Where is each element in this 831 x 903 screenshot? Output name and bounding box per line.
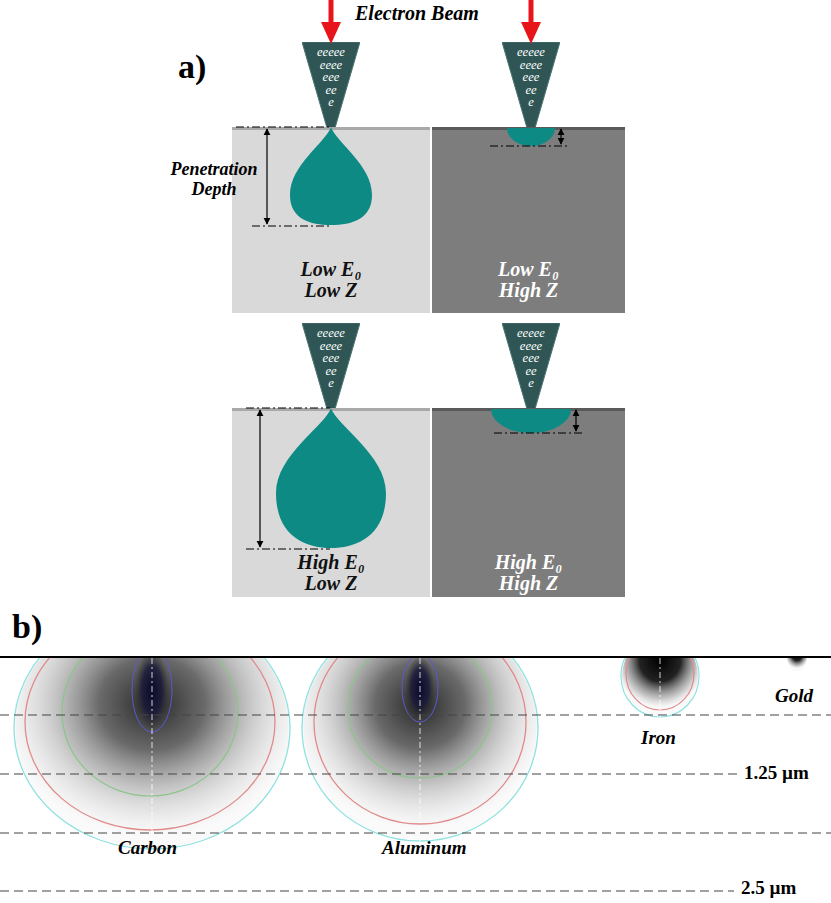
condition-label: High E₀ Low Z [287,552,375,594]
figure-part [0,714,831,715]
electron-letters: eeeee eeee eee ee e [302,327,360,390]
condition-label: High E₀ High Z [485,552,573,594]
figure-part [787,658,807,671]
dash-dot-line [490,145,570,146]
dimension-arrow [575,410,576,431]
depth-gridline [0,715,831,891]
cone-outline [302,42,360,128]
electron-letters: eeeee eeee eee ee e [502,46,560,109]
center-line [152,658,660,860]
dimension-arrow [266,129,267,224]
figure-part [0,773,738,774]
depth-label: 1.25 µm [744,763,809,784]
depth-dimension [236,127,582,549]
figure-part [660,658,661,720]
interaction-volume [290,127,372,225]
figure-part [25,658,275,830]
figure-label: Electron Beam [355,2,479,24]
specimen-block: Low E₀ High Z [432,127,625,313]
dash-dot-line [246,548,330,549]
beam-cone: eeeee eeee eee ee e [302,42,360,128]
figure-label: Iron [641,728,676,749]
figure-part [0,832,831,833]
surface-line [0,656,831,658]
condition-label: Low E₀ Low Z [287,259,375,301]
figure-label: Penetration Depth [164,160,264,200]
beam-cone: eeeee eeee eee ee e [502,323,560,409]
figure-part [420,658,421,850]
electron-letters: eeeee eeee eee ee e [302,46,360,109]
cone-outline [502,42,560,128]
panel-letter: b) [12,608,42,645]
figure-part [0,890,734,891]
panel-letter: a) [178,48,206,85]
electron-letters: eeeee eeee eee ee e [502,327,560,390]
figure-label: Carbon [118,838,177,859]
dimension-arrow [560,129,561,144]
interaction-volume [507,128,555,146]
depth-label: 2.5 µm [741,878,796,899]
dimension-arrow [259,410,260,547]
beam-cone: eeeee eeee eee ee e [502,42,560,128]
beam-arrow [321,0,341,44]
dash-dot-line [236,126,330,127]
arrow-head [521,22,541,44]
simulation-panel [14,658,807,860]
interaction-volume [276,408,386,548]
arrow-shaft [529,0,534,24]
condition-label: Low E₀ High Z [485,259,573,301]
dash-dot-line [252,225,330,226]
figure-part [62,658,238,796]
figure-label: Gold [775,686,813,707]
dash-dot-line [246,407,330,408]
interaction-volume [491,409,571,433]
gold-plume [787,658,807,671]
dash-dot-line [494,432,582,433]
cone-outline [302,323,360,409]
beam-arrow [521,0,541,44]
cone-outline [502,323,560,409]
figure-label: Aluminum [382,838,467,859]
arrow-head [321,22,341,44]
specimen-block: High E₀ High Z [432,408,625,597]
beam-cone: eeeee eeee eee ee e [302,323,360,409]
figure-part [152,658,153,860]
arrow-shaft [329,0,334,24]
